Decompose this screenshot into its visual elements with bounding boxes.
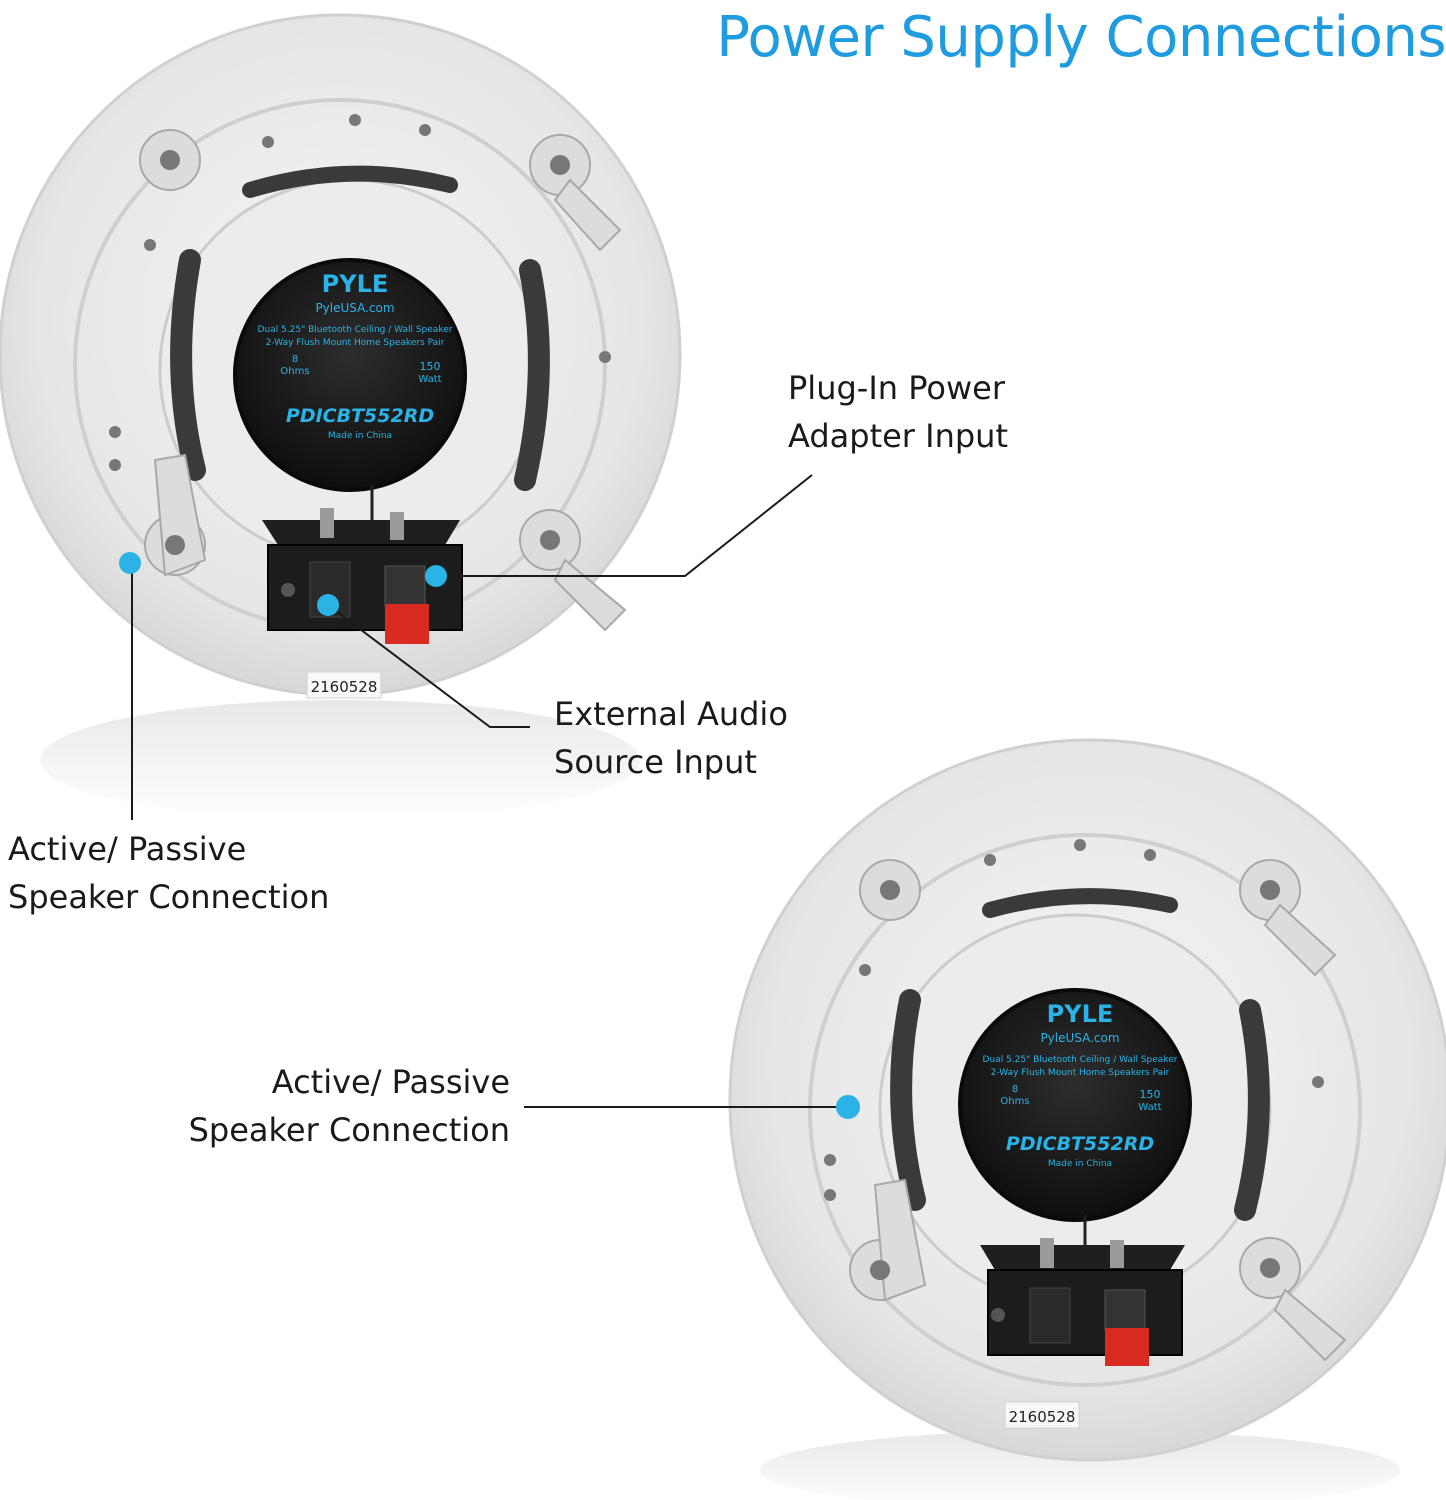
serial-label: 2160528: [1009, 1408, 1076, 1426]
svg-text:150: 150: [1140, 1088, 1161, 1101]
svg-text:150: 150: [420, 360, 441, 373]
svg-text:PyleUSA.com: PyleUSA.com: [1040, 1031, 1119, 1045]
svg-text:Watt: Watt: [418, 374, 441, 385]
svg-text:Dual 5.25" Bluetooth Ceiling /: Dual 5.25" Bluetooth Ceiling / Wall Spea…: [983, 1055, 1178, 1065]
speaker-reflection: [40, 700, 640, 820]
connection-dot-icon: [425, 565, 447, 587]
svg-text:2-Way Flush Mount Home Speaker: 2-Way Flush Mount Home Speakers Pair: [266, 338, 445, 348]
callout-lines: [131, 474, 848, 1108]
connection-dots: [119, 552, 860, 1119]
speaker-top: PYLE PyleUSA.com Dual 5.25" Bluetooth Ce…: [0, 13, 682, 820]
callout-plug-in-power: Plug-In Power Adapter Input: [788, 369, 1008, 455]
pyle-logo: PYLE: [1047, 1000, 1114, 1028]
svg-text:8: 8: [1012, 1084, 1018, 1095]
svg-text:Made in China: Made in China: [328, 431, 392, 441]
callout-active-passive-right: Active/ Passive Speaker Connection: [188, 1063, 510, 1149]
connection-dot-icon: [119, 552, 141, 574]
model-number: PDICBT552RD: [1006, 1133, 1154, 1155]
svg-text:Ohms: Ohms: [1000, 1096, 1029, 1107]
svg-text:Made in China: Made in China: [1048, 1159, 1112, 1169]
svg-text:8: 8: [292, 354, 298, 365]
page-title: Power Supply Connections: [716, 5, 1446, 70]
svg-text:PyleUSA.com: PyleUSA.com: [315, 301, 394, 315]
speaker-bottom: PYLE PyleUSA.com Dual 5.25" Bluetooth Ce…: [728, 738, 1446, 1500]
svg-text:Dual 5.25" Bluetooth Ceiling /: Dual 5.25" Bluetooth Ceiling / Wall Spea…: [258, 325, 453, 335]
speaker-magnet: [233, 258, 467, 492]
connection-dot-icon: [317, 594, 339, 616]
model-number: PDICBT552RD: [286, 405, 434, 427]
callout-external-audio: External Audio Source Input: [554, 695, 788, 781]
svg-text:2-Way Flush Mount Home Speaker: 2-Way Flush Mount Home Speakers Pair: [991, 1068, 1170, 1078]
pyle-logo: PYLE: [322, 270, 389, 298]
callout-active-passive-left: Active/ Passive Speaker Connection: [8, 830, 330, 916]
speaker-magnet: [958, 988, 1192, 1222]
svg-text:Ohms: Ohms: [280, 366, 309, 377]
serial-label: 2160528: [311, 678, 378, 696]
speaker-terminal-icon: [980, 1238, 1185, 1366]
svg-text:Watt: Watt: [1138, 1102, 1161, 1113]
connection-dot-icon: [836, 1095, 860, 1119]
